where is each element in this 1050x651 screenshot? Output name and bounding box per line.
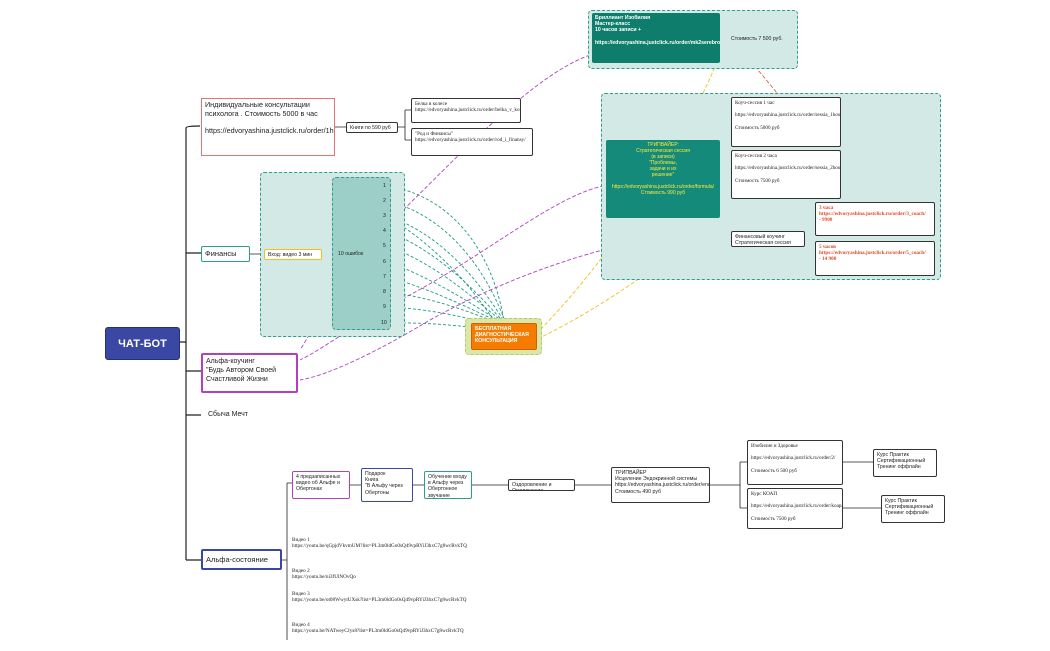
finance-node[interactable]: Финансы	[201, 246, 250, 262]
error-item-9[interactable]: 9	[383, 304, 386, 310]
coach-session-2h-node[interactable]: Коуч-сессия 2 часа https://edvoryashina.…	[731, 150, 841, 199]
coaching-5h-option[interactable]: 5 часов https://edvoryashina.justclick.r…	[815, 241, 935, 276]
overtone-training-node[interactable]: Обучение входу в Альфу через Обертонное …	[424, 471, 472, 499]
tripwire-strategy-node[interactable]: ТРИПВАЙЕР: Стратегическая сессия (в запи…	[606, 140, 720, 218]
abundance-health-node[interactable]: Изобилие и Здоровье https://edvoryashina…	[747, 440, 843, 485]
error-item-7[interactable]: 7	[383, 274, 386, 280]
error-item-1[interactable]: 1	[383, 183, 386, 189]
video-link-3[interactable]: Видео 3 https://youtu.be/ot08WwytUXsk?li…	[292, 591, 467, 604]
errors-list-region	[332, 177, 391, 330]
video-link-2[interactable]: Видео 2 https://youtu.be/ni3fUlNOvQo	[292, 568, 356, 581]
error-item-2[interactable]: 2	[383, 198, 386, 204]
dream-node[interactable]: Сбыча Мечт	[208, 411, 249, 418]
coach-session-1h-node[interactable]: Коуч-сессия 1 час https://edvoryashina.j…	[731, 97, 841, 147]
gift-book-node[interactable]: Подарок Книга "В Альфу через Обертоны	[361, 468, 413, 502]
error-item-8[interactable]: 8	[383, 289, 386, 295]
video-link-4[interactable]: Видео 4 https://youtu.be/NATweyCJys8?lis…	[292, 622, 464, 635]
video-link-1[interactable]: Видео 1 https://youtu.be/qGpjdVkvmUM?lis…	[292, 537, 467, 550]
entry-video-node[interactable]: Вход: видео 3 мин	[264, 249, 322, 260]
financial-coaching-node[interactable]: Финансовый коучинг Стратегическая сессия	[731, 231, 805, 247]
alpha-state-node[interactable]: Альфа-состояние	[201, 549, 282, 570]
error-item-3[interactable]: 3	[383, 213, 386, 219]
psych-consult-node[interactable]: Индивидуальные консультации психолога . …	[201, 98, 335, 156]
prerecorded-videos-node[interactable]: 4 предзаписанных видео об Альфе и Оберто…	[292, 471, 350, 499]
books-node[interactable]: Книги по 590 руб	[346, 122, 398, 133]
error-item-10[interactable]: 10	[381, 320, 387, 326]
book-belka-node[interactable]: Белка в колесе https://edvoryashina.just…	[411, 98, 521, 123]
endocrine-tripwire-node[interactable]: ТРИПВАЙЕР Исцеление Эндокринной системы …	[611, 467, 710, 503]
coaching-3h-option[interactable]: 3 часа https://edvoryashina.justclick.ru…	[815, 202, 935, 236]
error-item-4[interactable]: 4	[383, 228, 386, 234]
error-item-5[interactable]: 5	[383, 243, 386, 249]
koap-course-node[interactable]: Курс КОАП https://edvoryashina.justclick…	[747, 488, 843, 529]
alpha-coaching-node[interactable]: Альфа-коучинг "Будь Автором Своей Счастл…	[201, 353, 298, 393]
chatbot-root[interactable]: ЧАТ-БОТ	[105, 327, 180, 360]
errors-node[interactable]: 10 ошибок	[338, 251, 364, 257]
error-item-6[interactable]: 6	[383, 259, 386, 265]
book-rod-node[interactable]: "Род и Финансы" https://edvoryashina.jus…	[411, 128, 533, 156]
diag-consult-node[interactable]: БЕСПЛАТНАЯ ДИАГНОСТИЧЕСКАЯ КОНСУЛЬТАЦИЯ	[471, 323, 537, 350]
certification-course-2[interactable]: Курс Практик Сертификационный Тренинг оф…	[881, 495, 945, 523]
masterclass-price: Стоимость 7 500 руб.	[731, 36, 783, 42]
certification-course-1[interactable]: Курс Практик Сертификационный Тренинг оф…	[873, 449, 937, 477]
health-rejuvenation-node[interactable]: Оздоровление и Омоложение	[508, 479, 575, 491]
masterclass-node[interactable]: Бриллиант Изобилия Мастер-класс 10 часов…	[592, 13, 720, 63]
